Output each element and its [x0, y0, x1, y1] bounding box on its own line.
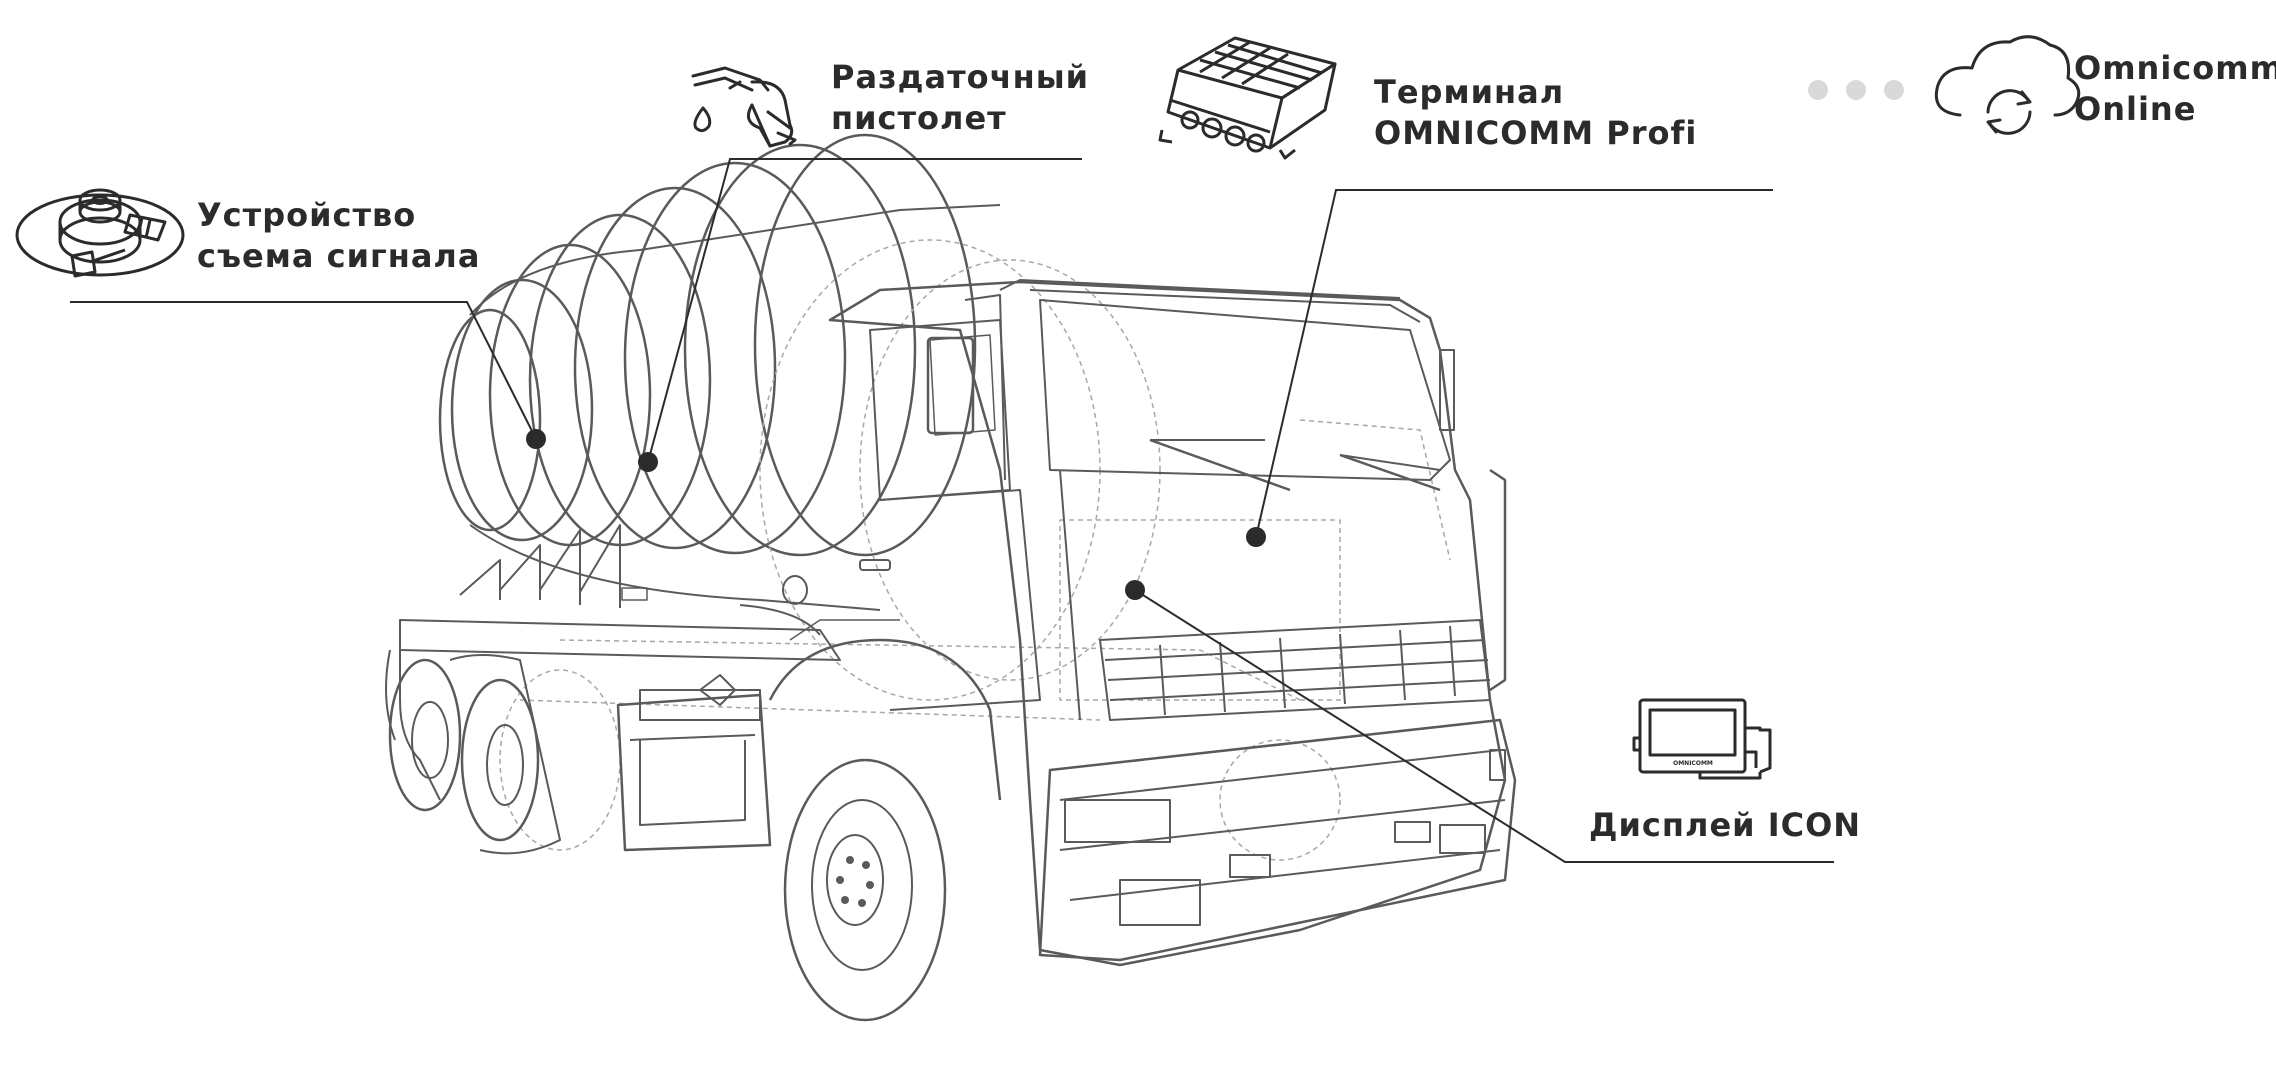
connection-dots — [1808, 80, 1904, 100]
cloud-sync-icon — [1934, 35, 2081, 135]
display-screen-brand: OMNICOMM — [1673, 760, 1713, 767]
label-omnicomm-online-line2: Online — [2074, 90, 2197, 128]
anchor-dots — [526, 429, 1266, 600]
display-monitor-icon — [1632, 698, 1772, 780]
signal-pickup-reel-icon — [15, 188, 185, 278]
leader-line-display — [1134, 589, 1834, 863]
label-dispensing-nozzle: Раздаточный пистолет — [831, 57, 1089, 139]
leader-line-signal-device — [70, 301, 537, 440]
leader-line-terminal — [1255, 189, 1773, 538]
label-terminal: Терминал OMNICOMM Profi — [1374, 72, 1697, 154]
tanker-truck-sketch — [385, 133, 1517, 1022]
label-signal-device-line1: Устройство — [197, 196, 417, 234]
terminal-device-icon — [1158, 36, 1337, 160]
label-dispensing-nozzle-line2: пистолет — [831, 99, 1007, 137]
label-dispensing-nozzle-line1: Раздаточный — [831, 58, 1090, 96]
anchor-dot-signal-device — [526, 429, 546, 449]
anchor-dot-display — [1125, 580, 1145, 600]
leader-lines — [70, 158, 1834, 863]
fuel-nozzle-icon — [691, 66, 797, 148]
label-signal-device: Устройство съема сигнала — [197, 195, 480, 277]
anchor-dot-dispensing-nozzle — [638, 452, 658, 472]
leader-line-dispensing-nozzle — [647, 158, 1082, 463]
anchor-dot-terminal — [1246, 527, 1266, 547]
label-terminal-line2: OMNICOMM Profi — [1374, 114, 1698, 152]
label-display-icon: Дисплей ICON — [1589, 805, 1861, 846]
label-terminal-line1: Терминал — [1374, 73, 1565, 111]
label-display-icon-line1: Дисплей ICON — [1589, 806, 1862, 844]
label-omnicomm-online-line1: Omnicomm — [2074, 49, 2276, 87]
label-signal-device-line2: съема сигнала — [197, 237, 481, 275]
label-omnicomm-online: Omnicomm Online — [2074, 48, 2276, 130]
